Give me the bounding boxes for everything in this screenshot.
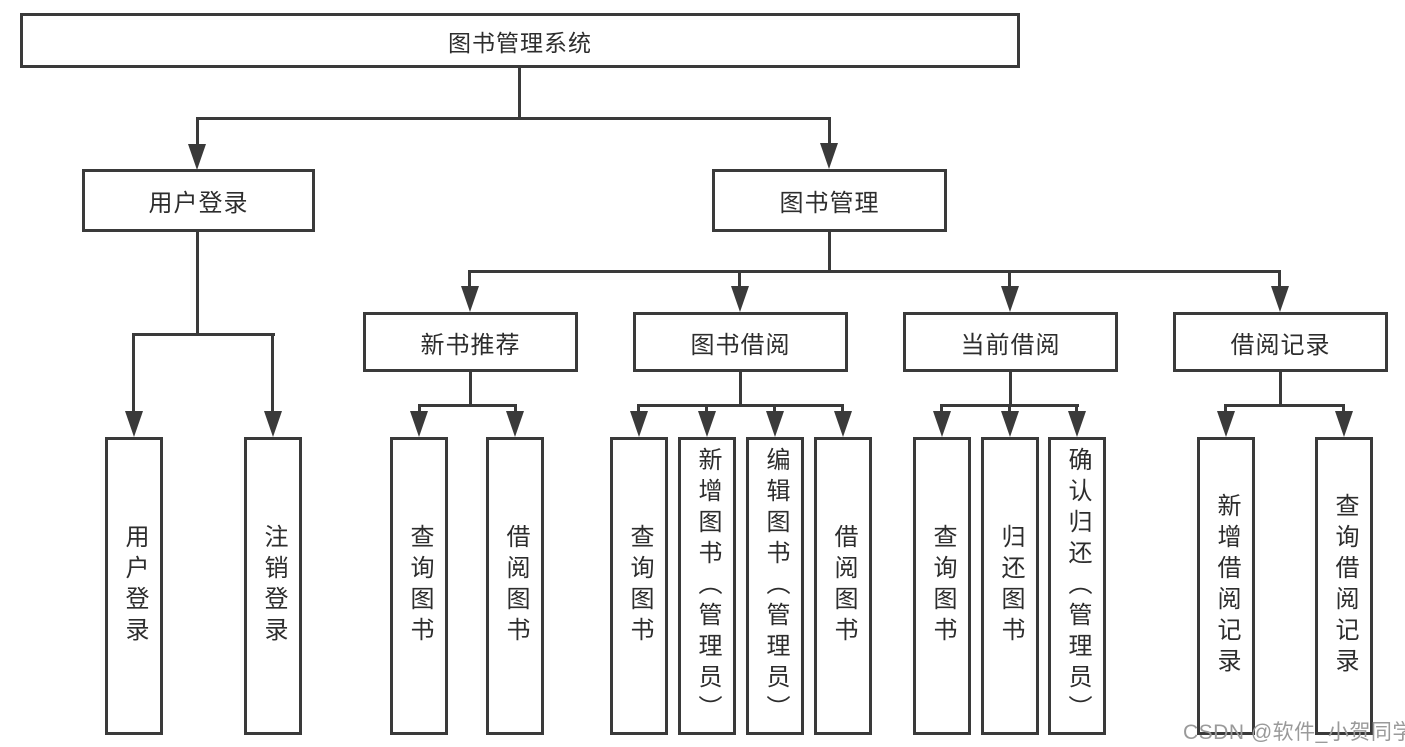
arrow-down-icon (125, 411, 143, 437)
connector-line (418, 404, 421, 413)
leaf-query-books-recommend: 查询图书 (390, 437, 448, 735)
connector-stem (1279, 372, 1282, 406)
connector-line (738, 270, 741, 288)
connector-bar (418, 404, 517, 407)
node-label: 归还图书 (997, 524, 1024, 648)
connector-line (773, 404, 776, 413)
node-library-management-system: 图书管理系统 (20, 13, 1020, 68)
leaf-query-borrow-record: 查询借阅记录 (1315, 437, 1373, 735)
connector-stem (469, 372, 472, 406)
connector-line (1008, 270, 1011, 288)
connector-line (514, 404, 517, 413)
arrow-down-icon (1001, 411, 1019, 437)
leaf-user-login: 用户登录 (105, 437, 163, 735)
node-label: 编辑图书（管理员） (762, 446, 789, 726)
node-label: 图书管理系统 (448, 29, 592, 56)
connector-stem (1009, 372, 1012, 406)
arrow-down-icon (1001, 286, 1019, 312)
connector-line (196, 117, 199, 146)
node-label: 图书管理 (779, 190, 880, 217)
node-label: 查询借阅记录 (1331, 493, 1358, 679)
arrow-down-icon (1271, 286, 1289, 312)
node-book-management: 图书管理 (712, 169, 947, 232)
connector-bar (1224, 404, 1345, 407)
leaf-logout: 注销登录 (244, 437, 302, 735)
node-label: 借阅图书 (830, 524, 857, 648)
leaf-add-borrow-record: 新增借阅记录 (1197, 437, 1255, 735)
arrow-down-icon (766, 411, 784, 437)
node-label: 用户登录 (148, 190, 249, 217)
arrow-down-icon (820, 143, 838, 169)
arrow-down-icon (264, 411, 282, 437)
node-label: 查询图书 (929, 524, 956, 648)
node-label: 新增图书（管理员） (694, 446, 721, 726)
leaf-return-books: 归还图书 (981, 437, 1039, 735)
connector-line (940, 404, 943, 413)
leaf-query-books-borrowing: 查询图书 (610, 437, 668, 735)
leaf-borrow-books-recommend: 借阅图书 (486, 437, 544, 735)
node-borrowing-records: 借阅记录 (1173, 312, 1388, 372)
node-label: 图书借阅 (690, 331, 791, 359)
connector-line (841, 404, 844, 413)
node-book-borrowing: 图书借阅 (633, 312, 848, 372)
arrow-down-icon (933, 411, 951, 437)
leaf-confirm-return-admin: 确认归还（管理员） (1048, 437, 1106, 735)
csdn-watermark: CSDN @软件_小贺同学 (1183, 721, 1405, 744)
node-label: 当前借阅 (960, 331, 1061, 359)
connector-line (271, 333, 274, 413)
arrow-down-icon (834, 411, 852, 437)
leaf-borrow-books: 借阅图书 (814, 437, 872, 735)
connector-line (1008, 404, 1011, 413)
arrow-down-icon (1068, 411, 1086, 437)
connector-bar (637, 404, 844, 407)
connector-line (1075, 404, 1078, 413)
node-label: 确认归还（管理员） (1064, 446, 1091, 726)
connector-user-login-stem (196, 232, 199, 335)
node-new-book-recommend: 新书推荐 (363, 312, 578, 372)
leaf-edit-books-admin: 编辑图书（管理员） (746, 437, 804, 735)
node-label: 新书推荐 (420, 331, 521, 359)
arrow-down-icon (731, 286, 749, 312)
leaf-add-books-admin: 新增图书（管理员） (678, 437, 736, 735)
connector-line (132, 333, 135, 413)
node-current-borrowing: 当前借阅 (903, 312, 1118, 372)
connector-line (637, 404, 640, 413)
connector-line (705, 404, 708, 413)
node-label: 用户登录 (121, 524, 148, 648)
connector-line (1224, 404, 1227, 413)
connector-book-mgmt-stem (828, 232, 831, 273)
arrow-down-icon (698, 411, 716, 437)
connector-stem (739, 372, 742, 406)
node-label: 查询图书 (626, 524, 653, 648)
node-label: 借阅图书 (502, 524, 529, 648)
connector-line (468, 270, 471, 288)
arrow-down-icon (410, 411, 428, 437)
node-user-login: 用户登录 (82, 169, 315, 232)
arrow-down-icon (630, 411, 648, 437)
node-label: 新增借阅记录 (1213, 493, 1240, 679)
node-label: 注销登录 (260, 524, 287, 648)
node-label: 查询图书 (406, 524, 433, 648)
arrow-down-icon (1335, 411, 1353, 437)
arrow-down-icon (188, 144, 206, 170)
connector-level3-bar (469, 270, 1281, 273)
connector-line (1342, 404, 1345, 413)
connector-level2-bar (197, 117, 831, 120)
connector-line (1278, 270, 1281, 288)
connector-line (828, 117, 831, 145)
connector-root-stem (518, 68, 521, 120)
node-label: 借阅记录 (1230, 331, 1331, 359)
arrow-down-icon (506, 411, 524, 437)
arrow-down-icon (461, 286, 479, 312)
arrow-down-icon (1217, 411, 1235, 437)
connector-user-login-bar (133, 333, 275, 336)
leaf-query-books-current: 查询图书 (913, 437, 971, 735)
